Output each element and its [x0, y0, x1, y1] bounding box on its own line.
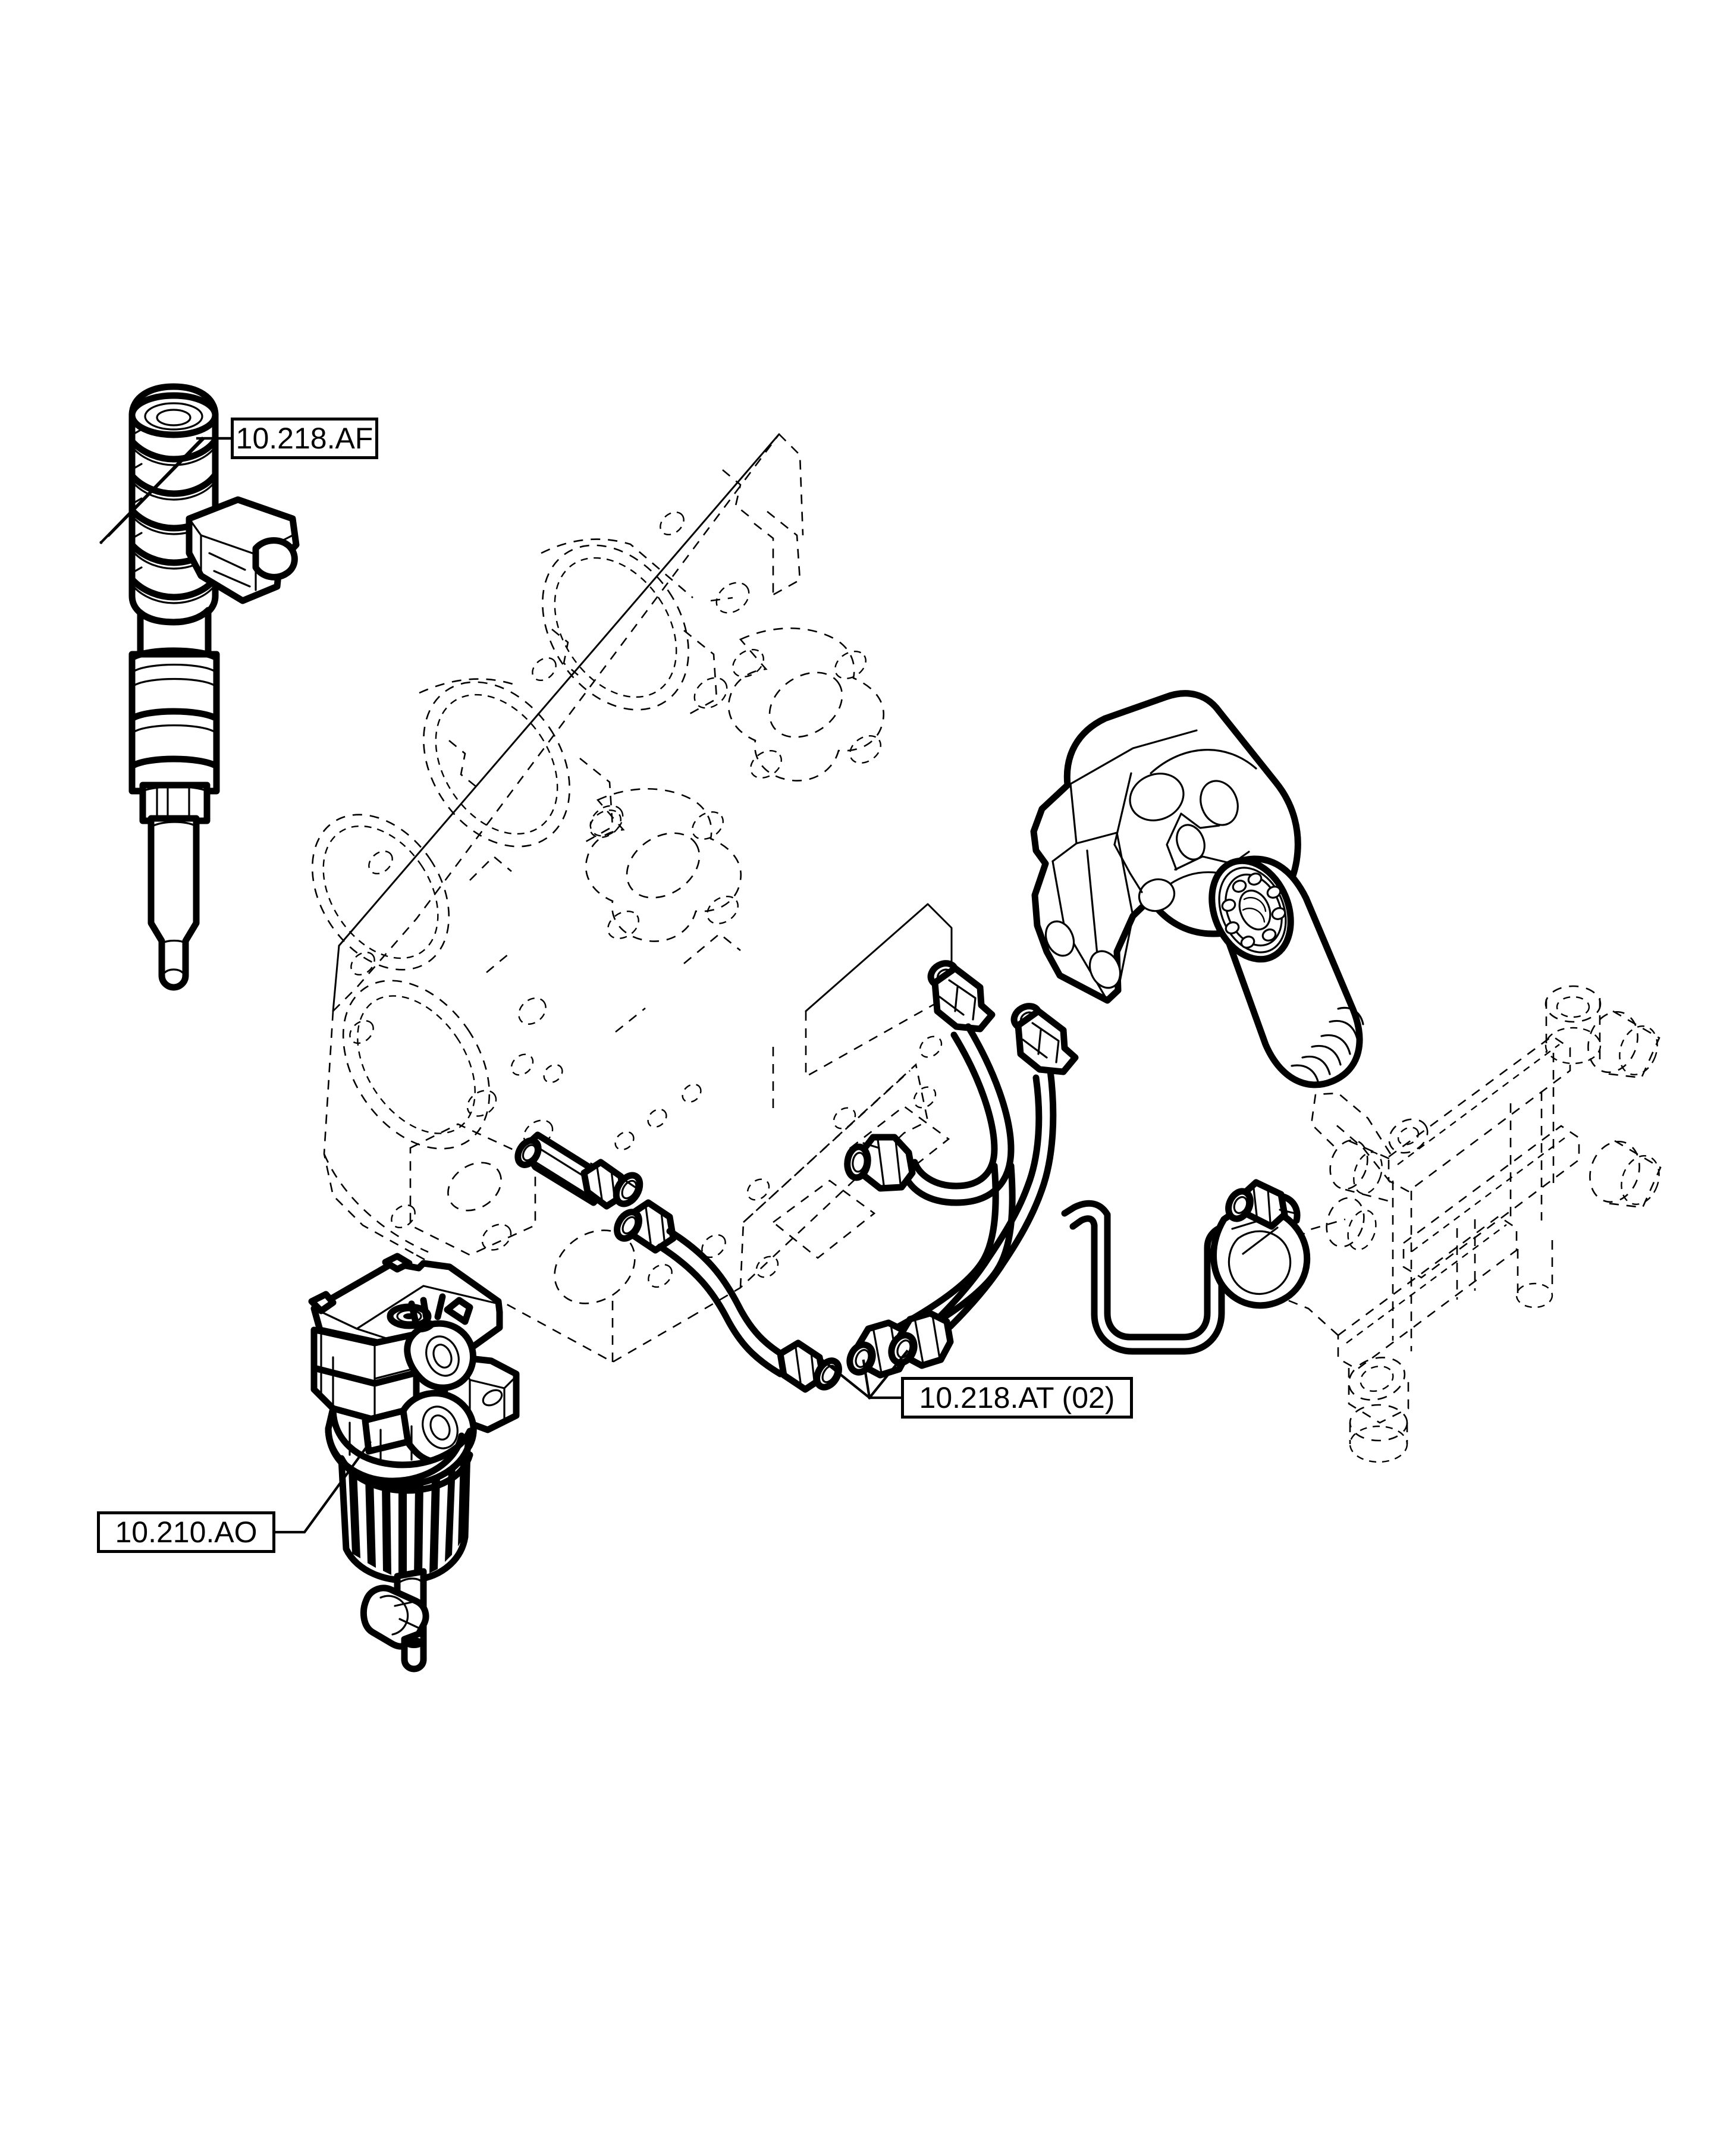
- leader-lines: [99, 437, 909, 1534]
- injector-finned-cap: [128, 383, 219, 626]
- oil-filter-canister: [1208, 855, 1364, 1088]
- fuel-filter-pump-assembly: [308, 1253, 520, 1673]
- callout-fuel-pump-code: 10.210.AO: [115, 1516, 258, 1549]
- fuel-line-b: [888, 1003, 1079, 1369]
- line-c-banjo-fitting: [1210, 1179, 1311, 1309]
- pipe-hex-nut-right: [777, 1339, 842, 1393]
- injector-body: [128, 647, 220, 795]
- line-a-top-fitting: [927, 960, 996, 1033]
- line-a-mid-fitting: [844, 1134, 916, 1192]
- pump-drain-valve: [360, 1584, 429, 1673]
- pump-port-upper: [404, 1293, 477, 1391]
- pump-filter-bowl: [338, 1445, 473, 1584]
- engine-block: [311, 433, 953, 1363]
- fuel-connector-pipe: [514, 1131, 842, 1393]
- callout-fuel-lines-code: 10.218.AT (02): [919, 1381, 1115, 1414]
- fuel-injector: [128, 383, 300, 991]
- fuel-line-c: [1061, 1179, 1311, 1355]
- fuel-rail-manifold: [1277, 985, 1662, 1463]
- line-b-top-fitting: [1010, 1003, 1079, 1075]
- bowl-flutes: [349, 1450, 466, 1579]
- callout-fuel-pump[interactable]: 10.210.AO: [97, 1511, 275, 1553]
- line-b-bottom-fitting: [888, 1310, 954, 1369]
- callout-injector-code: 10.218.AF: [236, 422, 373, 455]
- fuel-line-a: [844, 960, 1016, 1379]
- pipe-union-fitting: [514, 1131, 643, 1210]
- callout-injector[interactable]: 10.218.AF: [231, 418, 378, 459]
- callout-fuel-lines[interactable]: 10.218.AT (02): [901, 1377, 1133, 1419]
- pipe-hex-nut-left: [614, 1199, 677, 1254]
- fuel-injection-lines: [844, 960, 1311, 1379]
- injector-connector-tab: [186, 496, 300, 604]
